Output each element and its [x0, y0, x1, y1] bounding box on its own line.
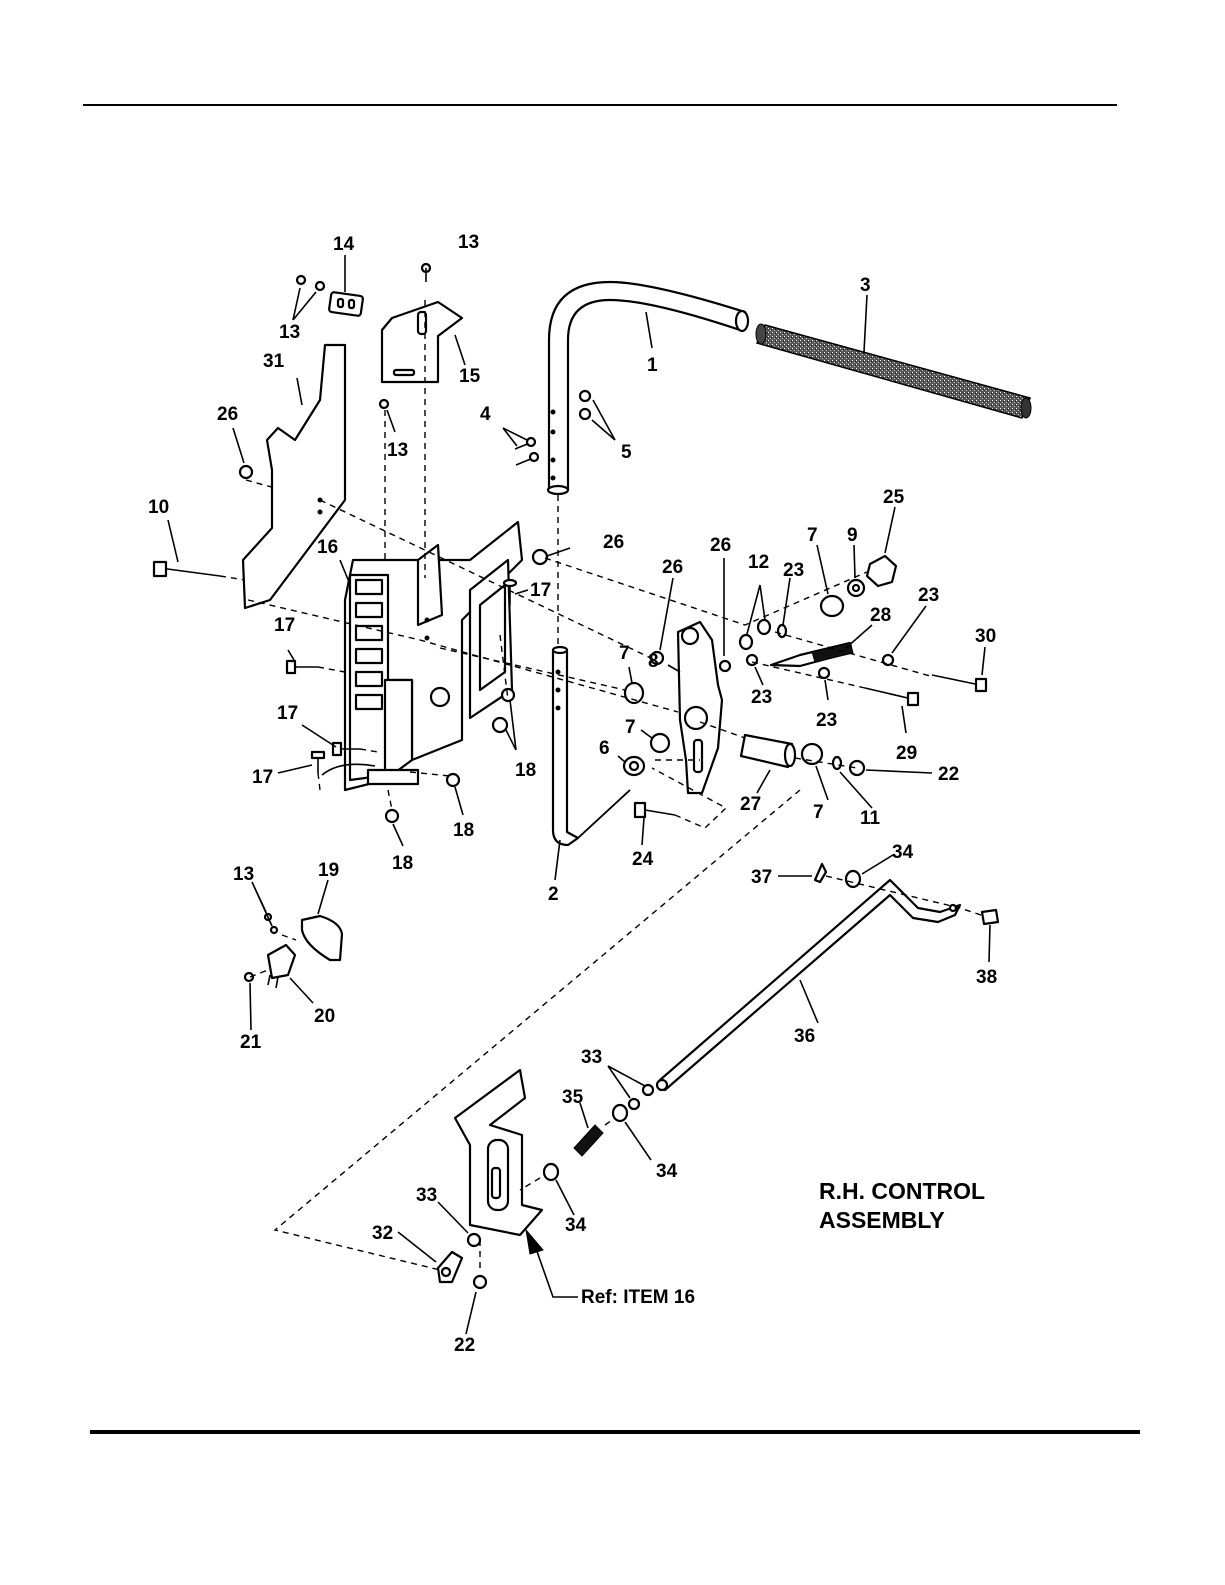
label-19: 19 [318, 860, 339, 881]
label-14: 14 [333, 234, 355, 255]
label-16: 16 [317, 537, 338, 558]
label-37: 37 [751, 867, 772, 888]
label-5: 5 [621, 442, 632, 463]
label-34-top: 34 [892, 842, 914, 863]
label-2: 2 [548, 884, 559, 905]
label-13-lower: 13 [233, 864, 254, 885]
part-4-bolts [515, 438, 538, 465]
part-29-bolt [865, 688, 918, 705]
label-13-mid: 13 [387, 440, 408, 461]
label-33-lower: 33 [416, 1185, 437, 1206]
part-24-bolt [635, 803, 675, 817]
label-30: 30 [975, 626, 996, 647]
part-16-control-plate [345, 522, 522, 790]
label-1: 1 [647, 355, 658, 376]
label-13-top: 13 [458, 232, 479, 253]
part-35-spring [574, 1125, 603, 1156]
assembly-title: R.H. CONTROL ASSEMBLY [819, 1178, 985, 1233]
part-6-washer [624, 757, 644, 775]
label-17-left: 17 [274, 615, 295, 636]
label-23-bottom: 23 [816, 710, 837, 731]
label-26-arm: 26 [662, 557, 683, 578]
part-8-pivot-arm [678, 622, 722, 793]
part-32-cam [438, 1252, 462, 1282]
label-22-bottom: 22 [454, 1335, 475, 1356]
label-23-right: 23 [918, 585, 939, 606]
label-17-mid: 17 [277, 703, 298, 724]
label-6: 6 [599, 738, 610, 759]
part-25-hex-nut [867, 556, 896, 586]
label-7-right: 7 [807, 525, 818, 546]
part-5-nuts [580, 391, 590, 419]
ref-item-16-bracket [455, 1070, 542, 1235]
label-7-lower: 7 [813, 802, 824, 823]
part-31-mounting-bracket [243, 345, 345, 608]
label-28: 28 [870, 605, 891, 626]
part-36-linkage-rod [657, 880, 960, 1090]
label-21: 21 [240, 1032, 262, 1053]
part-37-clip [815, 864, 826, 882]
label-11: 11 [860, 808, 881, 829]
label-4: 4 [480, 404, 491, 425]
part-3-handle-grip [756, 324, 1031, 418]
label-3: 3 [860, 275, 871, 296]
label-10: 10 [148, 497, 169, 518]
label-8: 8 [648, 651, 659, 672]
label-26-left: 26 [217, 404, 238, 425]
part-9-washer [848, 580, 864, 596]
label-23-top: 23 [783, 560, 804, 581]
ref-item-16-note: Ref: ITEM 16 [581, 1287, 695, 1308]
label-31: 31 [263, 351, 285, 372]
leader-lines [168, 255, 990, 1334]
part-1-control-handle [548, 282, 748, 494]
label-18-bottom: 18 [392, 853, 413, 874]
label-29: 29 [896, 743, 917, 764]
label-17-bottom: 17 [252, 767, 273, 788]
assembly-title-line-2: ASSEMBLY [819, 1207, 945, 1233]
label-34-middle: 34 [656, 1161, 678, 1182]
part-27-spacer-tube [741, 735, 795, 767]
label-23-lower: 23 [751, 687, 772, 708]
label-13-left: 13 [279, 322, 300, 343]
label-32: 32 [372, 1223, 393, 1244]
part-2-lever-rod [553, 647, 630, 845]
label-25: 25 [883, 487, 905, 508]
part-20-safety-switch [268, 945, 295, 988]
label-20: 20 [314, 1006, 335, 1027]
part-19-switch-cover [302, 916, 342, 960]
label-12: 12 [748, 552, 769, 573]
label-34-lower: 34 [565, 1215, 587, 1236]
label-22-right: 22 [938, 764, 959, 785]
label-33-upper: 33 [581, 1047, 602, 1068]
label-9: 9 [847, 525, 858, 546]
part-38-end-cap [982, 910, 998, 924]
label-27: 27 [740, 794, 761, 815]
label-17-top: 17 [530, 580, 551, 601]
part-10-long-bolt [154, 562, 220, 576]
part-30-bolt [932, 675, 986, 691]
part-15-switch-bracket [380, 264, 462, 408]
assembly-title-line-1: R.H. CONTROL [819, 1178, 985, 1204]
part-28-spring [771, 643, 853, 666]
label-26-right: 26 [710, 535, 731, 556]
label-26-mid: 26 [603, 532, 624, 553]
label-36: 36 [794, 1026, 815, 1047]
label-24: 24 [632, 849, 654, 870]
part-14-spacer-block [297, 276, 363, 316]
label-7-upper: 7 [619, 643, 630, 664]
part-11-washer [833, 757, 841, 769]
label-15: 15 [459, 366, 481, 387]
label-18-mid: 18 [453, 820, 474, 841]
label-38: 38 [976, 967, 997, 988]
label-7-middle: 7 [625, 717, 636, 738]
label-35: 35 [562, 1087, 584, 1108]
label-18-right: 18 [515, 760, 536, 781]
